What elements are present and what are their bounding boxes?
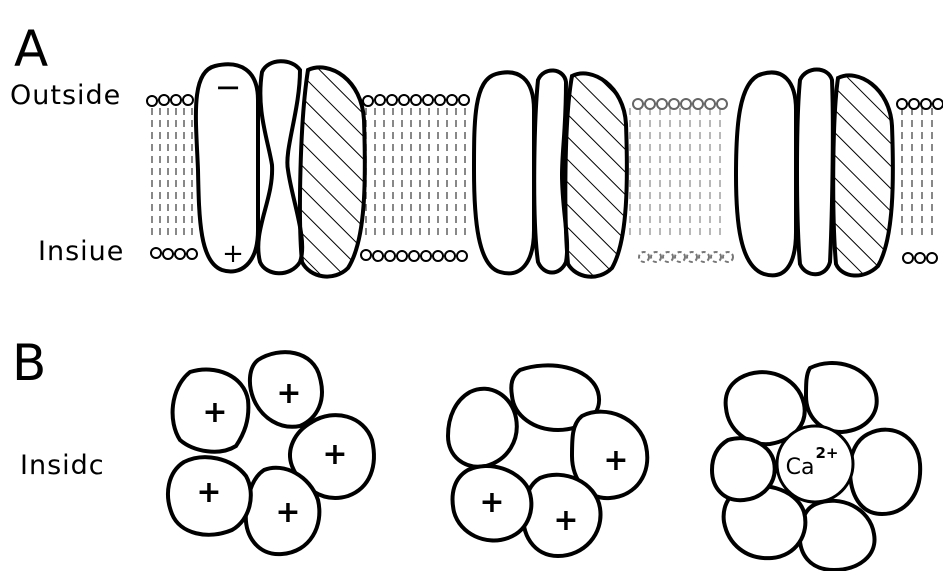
channel-1-middle-subunit [258, 61, 302, 273]
calcium-ion-label: Ca [786, 455, 815, 480]
rosette-1-charge-1: + [202, 395, 227, 430]
channel-3-middle-subunit [797, 70, 833, 275]
rosette-2-charge-2: + [553, 503, 578, 538]
rosette-2-subunit-2 [448, 389, 517, 467]
channel-3-left-subunit [736, 73, 796, 276]
rosette-1-charge-5: + [196, 475, 221, 510]
rosette-3 [712, 363, 920, 570]
rosette-3-subunit-4 [800, 501, 875, 570]
channel-2-left-subunit [474, 72, 534, 273]
rosette-3-subunit-3 [850, 430, 920, 514]
rosette-2-charge-3: + [479, 485, 504, 520]
channel-3-right-subunit [833, 75, 893, 275]
channel-1-bottom-charge: + [222, 239, 244, 269]
rosette-2-charge-1: + [603, 443, 628, 478]
channel-1-right-subunit [300, 67, 365, 276]
rosette-1-charge-3: + [322, 437, 347, 472]
rosette-3-subunit-2 [806, 363, 877, 432]
channel-2-middle-subunit [534, 70, 567, 272]
rosette-1-charge-4: + [275, 495, 300, 530]
channel-1-top-charge: − [215, 68, 242, 106]
rosette-3-subunit-6 [712, 438, 775, 500]
rosette-1-charge-2: + [276, 376, 301, 411]
channel-2-right-subunit [565, 73, 627, 276]
channel-3 [736, 70, 893, 276]
calcium-ion-charge: 2+ [815, 444, 838, 462]
channel-2 [474, 70, 627, 276]
